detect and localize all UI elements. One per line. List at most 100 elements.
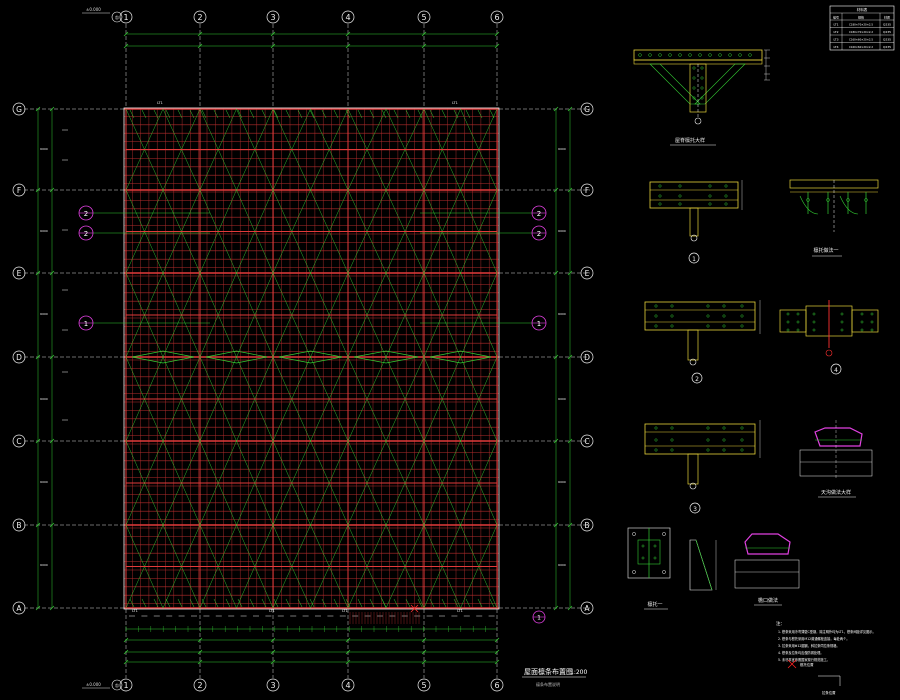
bolt <box>722 448 726 452</box>
bolt <box>692 96 696 100</box>
anchor-bolt <box>662 570 666 574</box>
bolt <box>670 324 674 328</box>
axis-label: D <box>584 353 590 362</box>
bolt <box>638 53 642 57</box>
detail-title: 天沟做法大样 <box>821 489 851 496</box>
axis-bubble <box>580 266 594 280</box>
eave-tick <box>177 109 183 119</box>
bolt <box>786 312 790 316</box>
brace-plate <box>649 63 701 105</box>
dimension-tick <box>123 649 129 655</box>
eave-tick <box>273 598 279 608</box>
detail-ridge: 屋脊檩托大样 <box>633 49 770 146</box>
brace-plate <box>694 63 746 105</box>
bolt <box>812 328 816 332</box>
elevation-tag-top: ±0.000 <box>86 7 101 12</box>
axis-bubble <box>417 678 431 692</box>
table-cell: LT3 <box>834 38 839 42</box>
notes-title: 注： <box>776 620 785 627</box>
bolt <box>706 438 710 442</box>
note-line: 5. 未尽事宜参照国家现行规范施工。 <box>778 657 830 662</box>
dimension-tick <box>35 522 41 528</box>
plate <box>851 309 879 333</box>
table-header: 编号 <box>833 15 839 20</box>
eave-tick <box>381 598 387 608</box>
bolt <box>658 194 662 198</box>
bolt <box>722 426 726 430</box>
bolt <box>748 53 752 57</box>
plan-subtitle: 檩条布置说明 <box>536 681 560 687</box>
eave-tick <box>201 598 207 608</box>
eave-tick <box>345 109 351 119</box>
detail-purlin-support: 檩托做法一 <box>789 179 879 257</box>
gutter-profile <box>814 427 863 447</box>
bolt <box>708 184 712 188</box>
axis-label: 2 <box>197 13 202 22</box>
eave-tick <box>249 109 255 119</box>
bolt <box>670 304 674 308</box>
axis-bubble <box>12 102 26 116</box>
axis-label: 3 <box>270 13 275 22</box>
legend-label: 檩托位置 <box>800 662 814 667</box>
dimension-tick <box>345 637 351 643</box>
bolt <box>658 184 662 188</box>
note-line: 1. 檩条采用冷弯薄壁C型钢，除注明外均为LT1，檩条间距详见图示。 <box>778 629 876 634</box>
bolt <box>654 324 658 328</box>
dimension-tick <box>49 106 55 112</box>
note-line: 4. 檩条及拉条均应做防锈处理。 <box>778 650 824 655</box>
dimension-tick <box>553 605 559 611</box>
table-cell: Q235 <box>883 45 891 49</box>
eave-tick <box>441 109 447 119</box>
dimension-tick <box>35 187 41 193</box>
detail-title: 屋脊檩托大样 <box>675 137 705 144</box>
bolt <box>718 53 722 57</box>
table-header: 规格 <box>858 15 864 20</box>
eave-tick <box>225 598 231 608</box>
bolt <box>654 426 658 430</box>
detail-mark <box>688 252 700 264</box>
eave-tick <box>153 109 159 119</box>
bolt <box>678 202 682 206</box>
column-stub <box>689 207 699 237</box>
dimension-tick <box>345 31 351 37</box>
detail-section-a: 1 <box>649 180 743 264</box>
dimension-tick <box>567 522 573 528</box>
table-cell: Q235 <box>883 38 891 42</box>
eave-tick <box>285 109 291 119</box>
axis-bubble <box>490 10 504 24</box>
eave-tick <box>225 109 231 119</box>
eave-tick <box>129 109 135 119</box>
eave-tick <box>453 109 459 119</box>
dimension-tick <box>421 659 427 665</box>
bolt <box>692 76 696 80</box>
bolt <box>806 198 810 202</box>
plate <box>779 309 807 333</box>
dimension-value: 6000 <box>558 563 566 567</box>
axis-label: F <box>585 186 589 195</box>
column-stub <box>687 453 699 485</box>
axis-label: B <box>16 521 21 530</box>
eave-tick <box>237 109 243 119</box>
eave-tick <box>153 598 159 608</box>
dimension-tick <box>345 659 351 665</box>
dimension-value: 6000 <box>558 229 566 233</box>
axis-label: G <box>584 105 590 114</box>
dimension-tick <box>197 649 203 655</box>
axis-bubble <box>193 10 207 24</box>
table-cell: C160×60×20×2.5 <box>849 38 873 42</box>
bolt <box>870 320 874 324</box>
node-circle <box>689 358 697 366</box>
eave-profile <box>744 533 791 555</box>
eave-tick <box>417 598 423 608</box>
section-marker-label: 2 <box>537 210 541 218</box>
dimension-tick <box>270 659 276 665</box>
dimension-tick <box>123 31 129 37</box>
dimension-tick <box>35 270 41 276</box>
eave-tick <box>213 109 219 119</box>
bolt <box>706 314 710 318</box>
eave-tick <box>189 598 195 608</box>
axis-bubble <box>580 350 594 364</box>
eave-tick <box>405 109 411 119</box>
detail-mark-label: 2 <box>695 376 699 383</box>
